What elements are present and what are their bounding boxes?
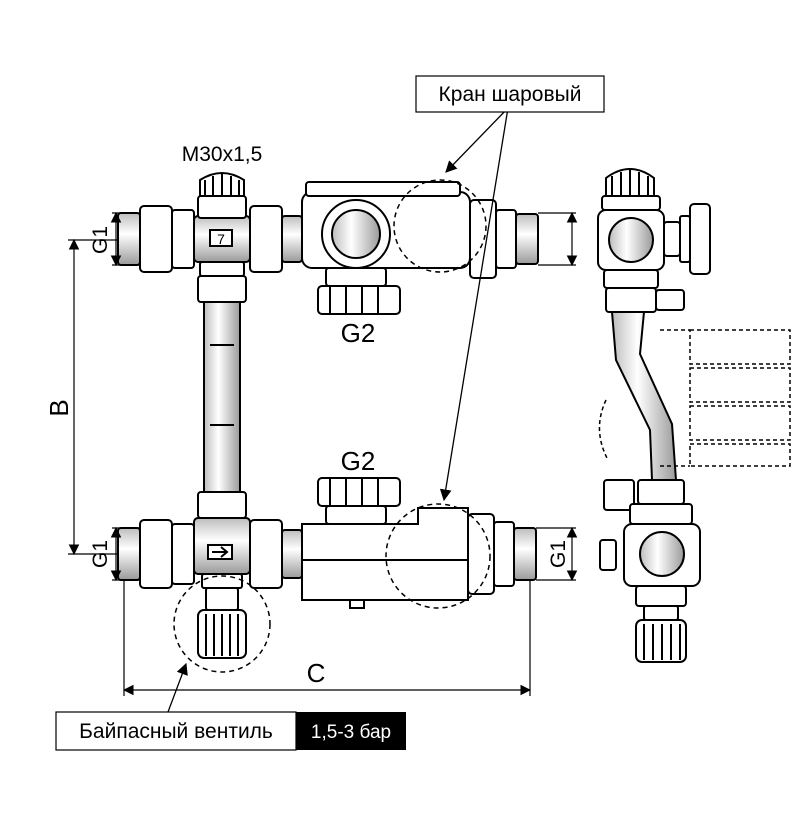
bottom-return-assembly [117,477,537,659]
leader-lines [167,107,509,713]
g1-top-left-label: G1 [89,226,112,254]
callout-top-ball-valve [393,179,487,273]
ball-valve-text: Кран шаровый [439,83,582,106]
ball-valve-label: Кран шаровый [415,75,605,113]
top-supply-assembly: 7 [117,172,539,315]
g1-bottom-left-label: G1 [89,540,112,568]
bypass-pressure-text: 1,5-3 бар [311,722,391,743]
vertical-tube [203,301,241,493]
g2-top-label: G2 [341,318,376,348]
bypass-valve-label: Байпасный вентиль 1,5-3 бар [55,711,406,751]
thread-m30-label: M30x1,5 [182,143,263,166]
g2-bottom-label: G2 [341,446,376,476]
dimension-b-label: B [44,399,74,416]
dimension-lines [68,211,578,696]
g1-bottom-right-label: G1 [547,540,570,568]
badge-7-text: 7 [217,231,225,247]
pressure-badge [296,712,406,750]
side-view-assembly [597,168,791,663]
callout-bypass-valve [173,575,271,673]
callout-bottom-ball-valve [385,503,491,609]
bypass-valve-text: Байпасный вентиль [79,720,273,743]
callout-circles [173,179,491,673]
dimension-c-label: C [307,658,326,688]
